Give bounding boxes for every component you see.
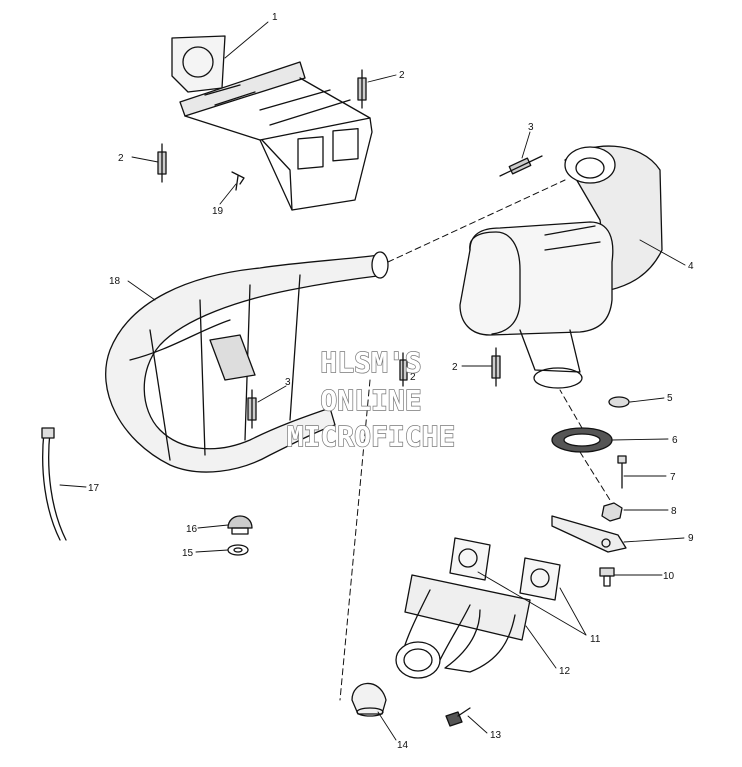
leader-lines (59, 21, 686, 741)
strap-part-17 (41, 427, 67, 541)
watermark-line-1: HLSM'S (320, 346, 421, 379)
callout-6: 6 (672, 435, 678, 446)
flange-gasket-part-11-right (519, 557, 561, 601)
watermark: HLSM'S ONLINE MICROFICHE (286, 345, 456, 453)
callout-13: 13 (490, 730, 502, 741)
callout-14: 14 (397, 740, 409, 751)
expansion-chamber-part-18 (105, 251, 389, 473)
callout-5: 5 (667, 393, 673, 404)
watermark-line-3: MICROFICHE (287, 420, 456, 453)
manifold-part-12 (395, 574, 531, 679)
seal-part-14 (351, 682, 387, 717)
watermark-line-2: ONLINE (320, 384, 421, 417)
bolt-part-10 (599, 567, 615, 587)
callout-11: 11 (590, 634, 601, 645)
callout-12: 12 (559, 666, 571, 677)
bumper-part-16 (227, 515, 253, 535)
assembly-guide-lines (339, 179, 611, 701)
bolt-part-13 (445, 707, 471, 727)
spring-part-2-right (491, 347, 501, 387)
callout-4: 4 (688, 261, 694, 272)
pin-part-7 (617, 455, 627, 489)
callout-7: 7 (670, 472, 676, 483)
nut-part-8 (601, 502, 623, 522)
bracket-part-9 (551, 515, 627, 553)
callout-2-left: 2 (118, 153, 124, 164)
callout-2-right: 2 (452, 362, 458, 373)
callout-2-upper: 2 (399, 70, 405, 81)
spring-part-3-lower (247, 389, 257, 429)
callout-labels: 1 2 2 2 2 3 3 4 5 6 7 8 9 10 11 12 13 14… (88, 12, 694, 751)
spring-part-2-upper (357, 69, 367, 109)
mounting-bracket-part-1 (171, 35, 373, 211)
callout-16: 16 (186, 524, 198, 535)
flange-gasket-part-11-left (449, 537, 491, 581)
callout-2-center: 2 (410, 372, 416, 383)
spring-part-2-center (399, 352, 408, 387)
nut-part-5 (608, 396, 630, 408)
spring-part-3-upper (499, 155, 543, 177)
callout-8: 8 (671, 506, 677, 517)
callout-18: 18 (109, 276, 121, 287)
gasket-part-6 (551, 427, 613, 453)
clip-part-19 (231, 171, 245, 191)
callout-15: 15 (182, 548, 194, 559)
washer-part-15 (227, 544, 249, 556)
muffler-part-4 (459, 145, 663, 389)
spring-part-2-left (157, 143, 167, 183)
callout-3-upper: 3 (528, 122, 534, 133)
callout-17: 17 (88, 483, 100, 494)
callout-1: 1 (272, 12, 278, 23)
callout-10: 10 (663, 571, 675, 582)
callout-9: 9 (688, 533, 694, 544)
callout-3-lower: 3 (285, 377, 291, 388)
callout-19: 19 (212, 206, 224, 217)
